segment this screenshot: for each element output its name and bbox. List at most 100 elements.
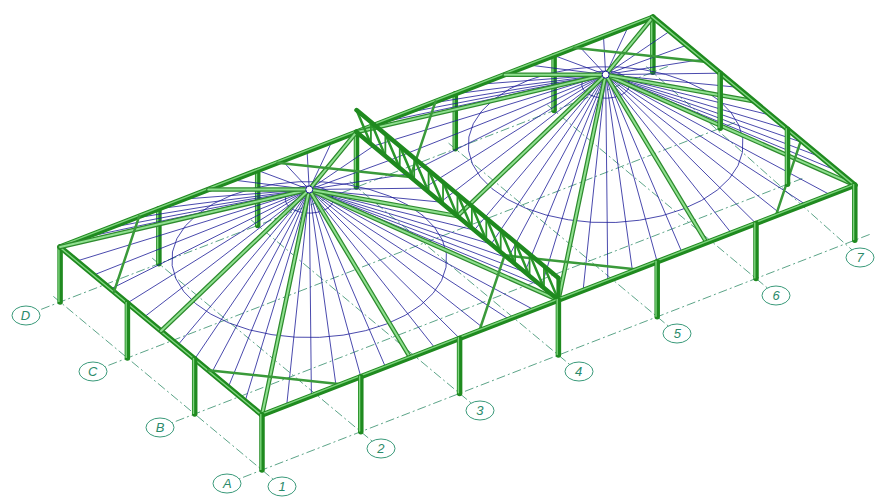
ridge-beam [606, 17, 653, 74]
column-highlight [458, 338, 459, 393]
membrane-cable [583, 75, 606, 291]
membrane-cable [287, 190, 310, 406]
membrane-cable [208, 189, 309, 190]
membrane-cable [178, 190, 309, 345]
grid-bubble: C [78, 361, 108, 382]
grid-label: 1 [279, 480, 286, 493]
truss-vertical [558, 278, 560, 300]
grid-bubble: 5 [662, 323, 692, 344]
membrane-cable [474, 75, 605, 230]
corner-strut [479, 255, 504, 330]
grid-line [350, 182, 579, 372]
column-highlight [853, 185, 854, 240]
membrane-cable [111, 190, 310, 289]
corner-strut [574, 48, 707, 62]
grid-label: 3 [476, 404, 483, 417]
membrane-cable [606, 75, 633, 272]
column-highlight [58, 246, 59, 301]
membrane-cable [525, 75, 606, 272]
column [259, 415, 265, 470]
membrane-cable [228, 190, 309, 387]
frame [59, 17, 855, 470]
ridge-beam [309, 190, 410, 358]
column [57, 247, 63, 302]
grid-line [26, 66, 668, 315]
column-highlight [260, 414, 261, 469]
eave-beam-highlight [261, 185, 854, 415]
grid-bubble: B [145, 417, 175, 438]
grid-bubble: 2 [366, 438, 396, 459]
membrane-cable [606, 75, 707, 243]
membrane-cable [505, 74, 606, 75]
column [852, 185, 858, 240]
ridge-beam-highlight [357, 75, 606, 132]
membrane-cable [309, 190, 311, 396]
membrane-cable [161, 190, 309, 331]
ridge-beam-highlight [606, 75, 754, 102]
peak-ring [306, 186, 313, 193]
membrane-cable [212, 190, 310, 373]
column [785, 129, 791, 184]
column [717, 73, 723, 128]
grid-bubble: 3 [465, 400, 495, 421]
membrane-cable [606, 75, 781, 214]
membrane-cable [309, 190, 484, 329]
truss-chord [357, 132, 559, 300]
grid-label: 4 [575, 365, 582, 378]
column [556, 300, 562, 355]
membrane-cable [127, 190, 309, 303]
grid-label: D [21, 309, 30, 322]
ridge-beam [606, 75, 707, 243]
membrane-cable [604, 36, 606, 74]
column-highlight [754, 223, 755, 278]
ridge-beam-highlight [606, 17, 653, 74]
column [125, 303, 131, 358]
column [457, 338, 463, 393]
ridge-beam [60, 190, 309, 247]
ridge-beam-highlight [606, 75, 707, 243]
ridge-beam-highlight [161, 190, 309, 331]
column [650, 17, 656, 72]
membrane-cable [508, 75, 606, 258]
grid-label: A [223, 477, 232, 490]
ridge-beam [606, 75, 754, 102]
membrane-cable [606, 75, 608, 281]
grid-label: B [156, 421, 165, 434]
grid-bubble: 4 [564, 361, 594, 382]
ridge-beam-highlight [309, 132, 356, 189]
grid-bubble: D [11, 305, 41, 326]
membrane-cable [424, 75, 606, 188]
grid-bubble: 6 [761, 285, 791, 306]
column-highlight [193, 358, 194, 413]
membrane-cable [309, 190, 336, 387]
column [192, 359, 198, 414]
grid-bubble: A [212, 473, 242, 494]
grid-bubble: 1 [267, 476, 297, 497]
grid-label: 2 [377, 442, 384, 455]
column-highlight [359, 376, 360, 431]
ridge-beam-highlight [505, 74, 606, 76]
ridge-beam-highlight [309, 190, 457, 217]
membrane-cable [307, 151, 309, 189]
grid-label: 6 [773, 289, 780, 302]
ridge-beam-highlight [457, 75, 605, 216]
ridge-beam [161, 190, 309, 331]
column-highlight [557, 300, 558, 355]
membrane-cable [606, 75, 855, 186]
corner-strut [114, 216, 139, 291]
ridge-beam-highlight [208, 189, 309, 191]
column [354, 132, 360, 187]
ridge-beam-highlight [606, 75, 855, 186]
ridge-beam [457, 75, 605, 216]
corner-strut [277, 163, 410, 177]
column [654, 262, 660, 317]
truss-chord [357, 110, 559, 278]
column [358, 377, 364, 432]
ridge-beam [606, 75, 855, 186]
grid-label: C [88, 365, 97, 378]
ridge-beam-highlight [309, 190, 410, 358]
peak-ring [602, 71, 609, 78]
ridge-beam [309, 190, 457, 217]
